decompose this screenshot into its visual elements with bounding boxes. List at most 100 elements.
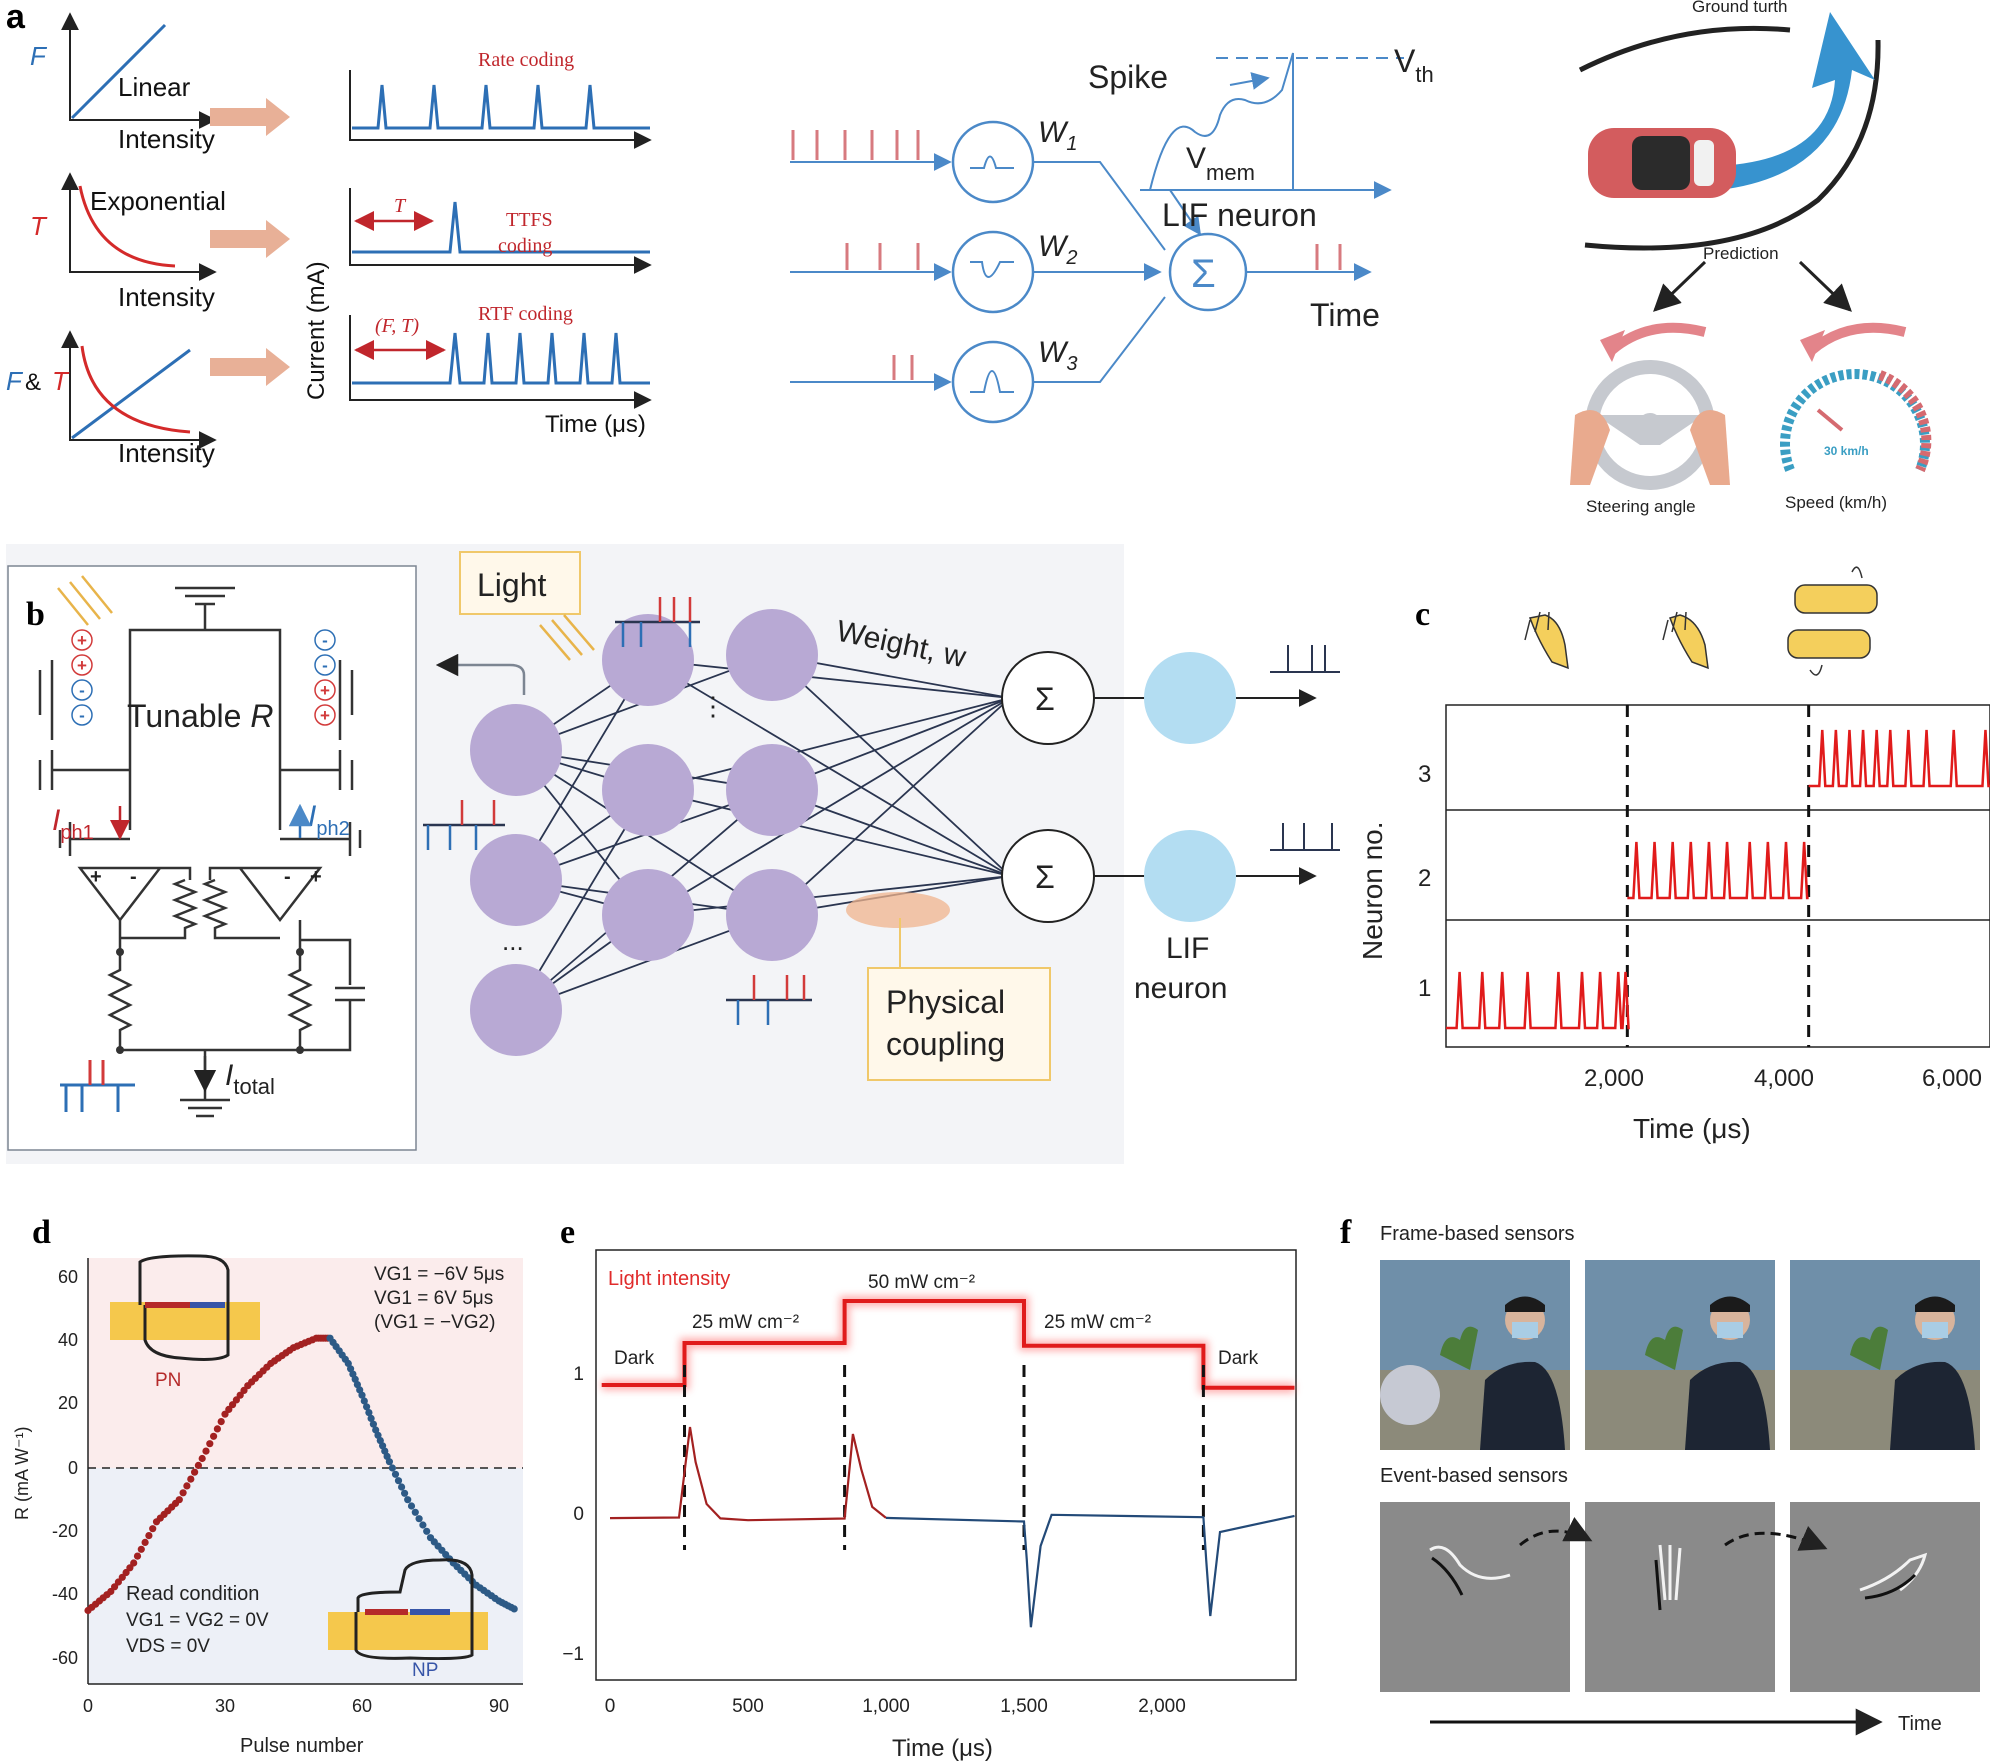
data-point bbox=[510, 1605, 518, 1613]
data-point bbox=[388, 1464, 396, 1472]
data-point bbox=[398, 1483, 406, 1491]
label-linear: Linear bbox=[118, 72, 191, 102]
data-point bbox=[358, 1391, 366, 1399]
panel-label-f: f bbox=[1340, 1214, 1352, 1251]
t-marker: T bbox=[394, 195, 407, 217]
event-image bbox=[1380, 1502, 1570, 1692]
data-point bbox=[236, 1391, 244, 1399]
x-tick: 0 bbox=[605, 1696, 616, 1717]
event-images bbox=[1380, 1502, 1980, 1692]
data-point bbox=[363, 1403, 371, 1411]
panel-label-b: b bbox=[26, 596, 45, 633]
ellipsis: ... bbox=[502, 926, 524, 956]
condition-text: VG1 = −6V 5μs VG1 = 6V 5μs (VG1 = −VG2) … bbox=[126, 1264, 504, 1657]
panel-label-d: d bbox=[32, 1214, 51, 1251]
frame-image bbox=[1380, 1260, 1570, 1450]
data-point bbox=[183, 1482, 191, 1490]
event-image bbox=[1585, 1502, 1775, 1692]
tunable-r-label: Tunable R bbox=[127, 698, 273, 734]
data-point bbox=[217, 1418, 225, 1426]
x-label-intensity: Intensity bbox=[118, 438, 215, 468]
prediction-label: Prediction bbox=[1703, 244, 1779, 263]
svg-text:-: - bbox=[79, 706, 85, 725]
event-image bbox=[1790, 1502, 1980, 1692]
data-point bbox=[198, 1454, 206, 1463]
vmem-label: Vmem bbox=[1186, 142, 1255, 185]
svg-text:-: - bbox=[322, 631, 328, 650]
y-tick: 3 bbox=[1418, 761, 1431, 788]
weight-label: W1 bbox=[1038, 116, 1077, 155]
x-tick: 90 bbox=[489, 1696, 509, 1716]
iph1-label: Iph1 bbox=[52, 804, 94, 844]
svg-text:+: + bbox=[320, 706, 330, 725]
y-ticks: 1 0 −1 bbox=[562, 1364, 584, 1665]
opamp-plus-minus: - bbox=[130, 866, 137, 888]
x-tick: 1,500 bbox=[1000, 1696, 1048, 1717]
frame-label: Frame-based sensors bbox=[1380, 1223, 1575, 1245]
steering-label: Steering angle bbox=[1586, 497, 1696, 516]
x-label-intensity: Intensity bbox=[118, 282, 215, 312]
read-condition-1: VG1 = VG2 = 0V bbox=[126, 1610, 269, 1631]
y-tick: 2 bbox=[1418, 865, 1431, 892]
raster-frame bbox=[1445, 704, 1990, 1048]
data-point bbox=[133, 1552, 142, 1560]
x-ticks: 2,000 4,000 6,000 bbox=[1584, 1065, 1982, 1092]
sum-symbol: Σ bbox=[1035, 681, 1055, 717]
svg-text:+: + bbox=[320, 681, 330, 700]
speed-value: 30 km/h bbox=[1824, 444, 1869, 458]
x-tick: 6,000 bbox=[1922, 1065, 1982, 1092]
y-tick: 1 bbox=[1418, 975, 1431, 1002]
data-point bbox=[404, 1496, 412, 1504]
level-label: Dark bbox=[1218, 1348, 1259, 1369]
plot-frame bbox=[595, 1249, 1297, 1681]
data-point bbox=[179, 1489, 187, 1497]
rate-coding-label: Rate coding bbox=[478, 49, 574, 71]
scatter-plot bbox=[84, 1334, 518, 1615]
ttfs-label: TTFS bbox=[506, 209, 553, 231]
x-tick: 500 bbox=[732, 1696, 764, 1717]
data-point bbox=[360, 1397, 368, 1405]
time-xlabel: Time (μs) bbox=[1633, 1113, 1751, 1144]
data-point bbox=[419, 1521, 427, 1529]
ellipsis: ⋮ bbox=[700, 691, 726, 721]
x-label-intensity: Intensity bbox=[118, 124, 215, 154]
light-label: Light bbox=[477, 567, 547, 603]
level-label: Dark bbox=[614, 1348, 655, 1369]
weight-label: W2 bbox=[1038, 230, 1077, 269]
data-point bbox=[175, 1496, 183, 1504]
y-tick: −1 bbox=[562, 1644, 584, 1665]
data-point bbox=[202, 1447, 210, 1455]
data-point bbox=[187, 1475, 195, 1483]
neuron-ylabel: Neuron no. bbox=[1357, 821, 1388, 960]
data-point bbox=[411, 1508, 419, 1516]
read-condition-2: VDS = 0V bbox=[126, 1636, 210, 1657]
response-line bbox=[609, 1426, 887, 1522]
speedometer-icon bbox=[1780, 369, 1930, 472]
data-point bbox=[149, 1525, 157, 1533]
x-tick: 30 bbox=[215, 1696, 235, 1716]
label-exponential: Exponential bbox=[90, 186, 226, 216]
y-label-t: T bbox=[30, 211, 48, 241]
data-point bbox=[213, 1425, 221, 1433]
network-diagram: Light ... ⋮ Weight, w Σ Σ bbox=[423, 551, 1340, 1081]
rtf-train bbox=[352, 332, 650, 385]
opamp-plus-minus: - bbox=[284, 866, 291, 888]
y-tick: 0 bbox=[68, 1458, 78, 1478]
lif-neuron-diagram: Σ Spike Vth Vmem LIF neuron Time W1 W2 W… bbox=[790, 43, 1434, 424]
charge-indicators: + + - - - - + + bbox=[71, 629, 336, 726]
panel-b: b + + - - - - + + bbox=[6, 544, 1340, 1164]
gesture-icons bbox=[1524, 566, 1878, 676]
level-label: 25 mW cm⁻² bbox=[1044, 1312, 1151, 1333]
read-condition: Read condition bbox=[126, 1583, 259, 1605]
opamp-plus-minus: + bbox=[310, 866, 322, 888]
x-ticks: 0 30 60 90 bbox=[83, 1696, 509, 1716]
intensity-levels: Dark 25 mW cm⁻² 50 mW cm⁻² 25 mW cm⁻² Da… bbox=[614, 1272, 1259, 1369]
vth-label: Vth bbox=[1394, 43, 1434, 87]
spike-train-2 bbox=[1627, 841, 1809, 900]
sum-symbol: Σ bbox=[1035, 859, 1055, 895]
y-ticks: 1 2 3 bbox=[1418, 761, 1431, 1002]
data-point bbox=[126, 1564, 134, 1572]
data-point bbox=[141, 1538, 149, 1546]
iph2-label: Iph2 bbox=[308, 800, 350, 840]
